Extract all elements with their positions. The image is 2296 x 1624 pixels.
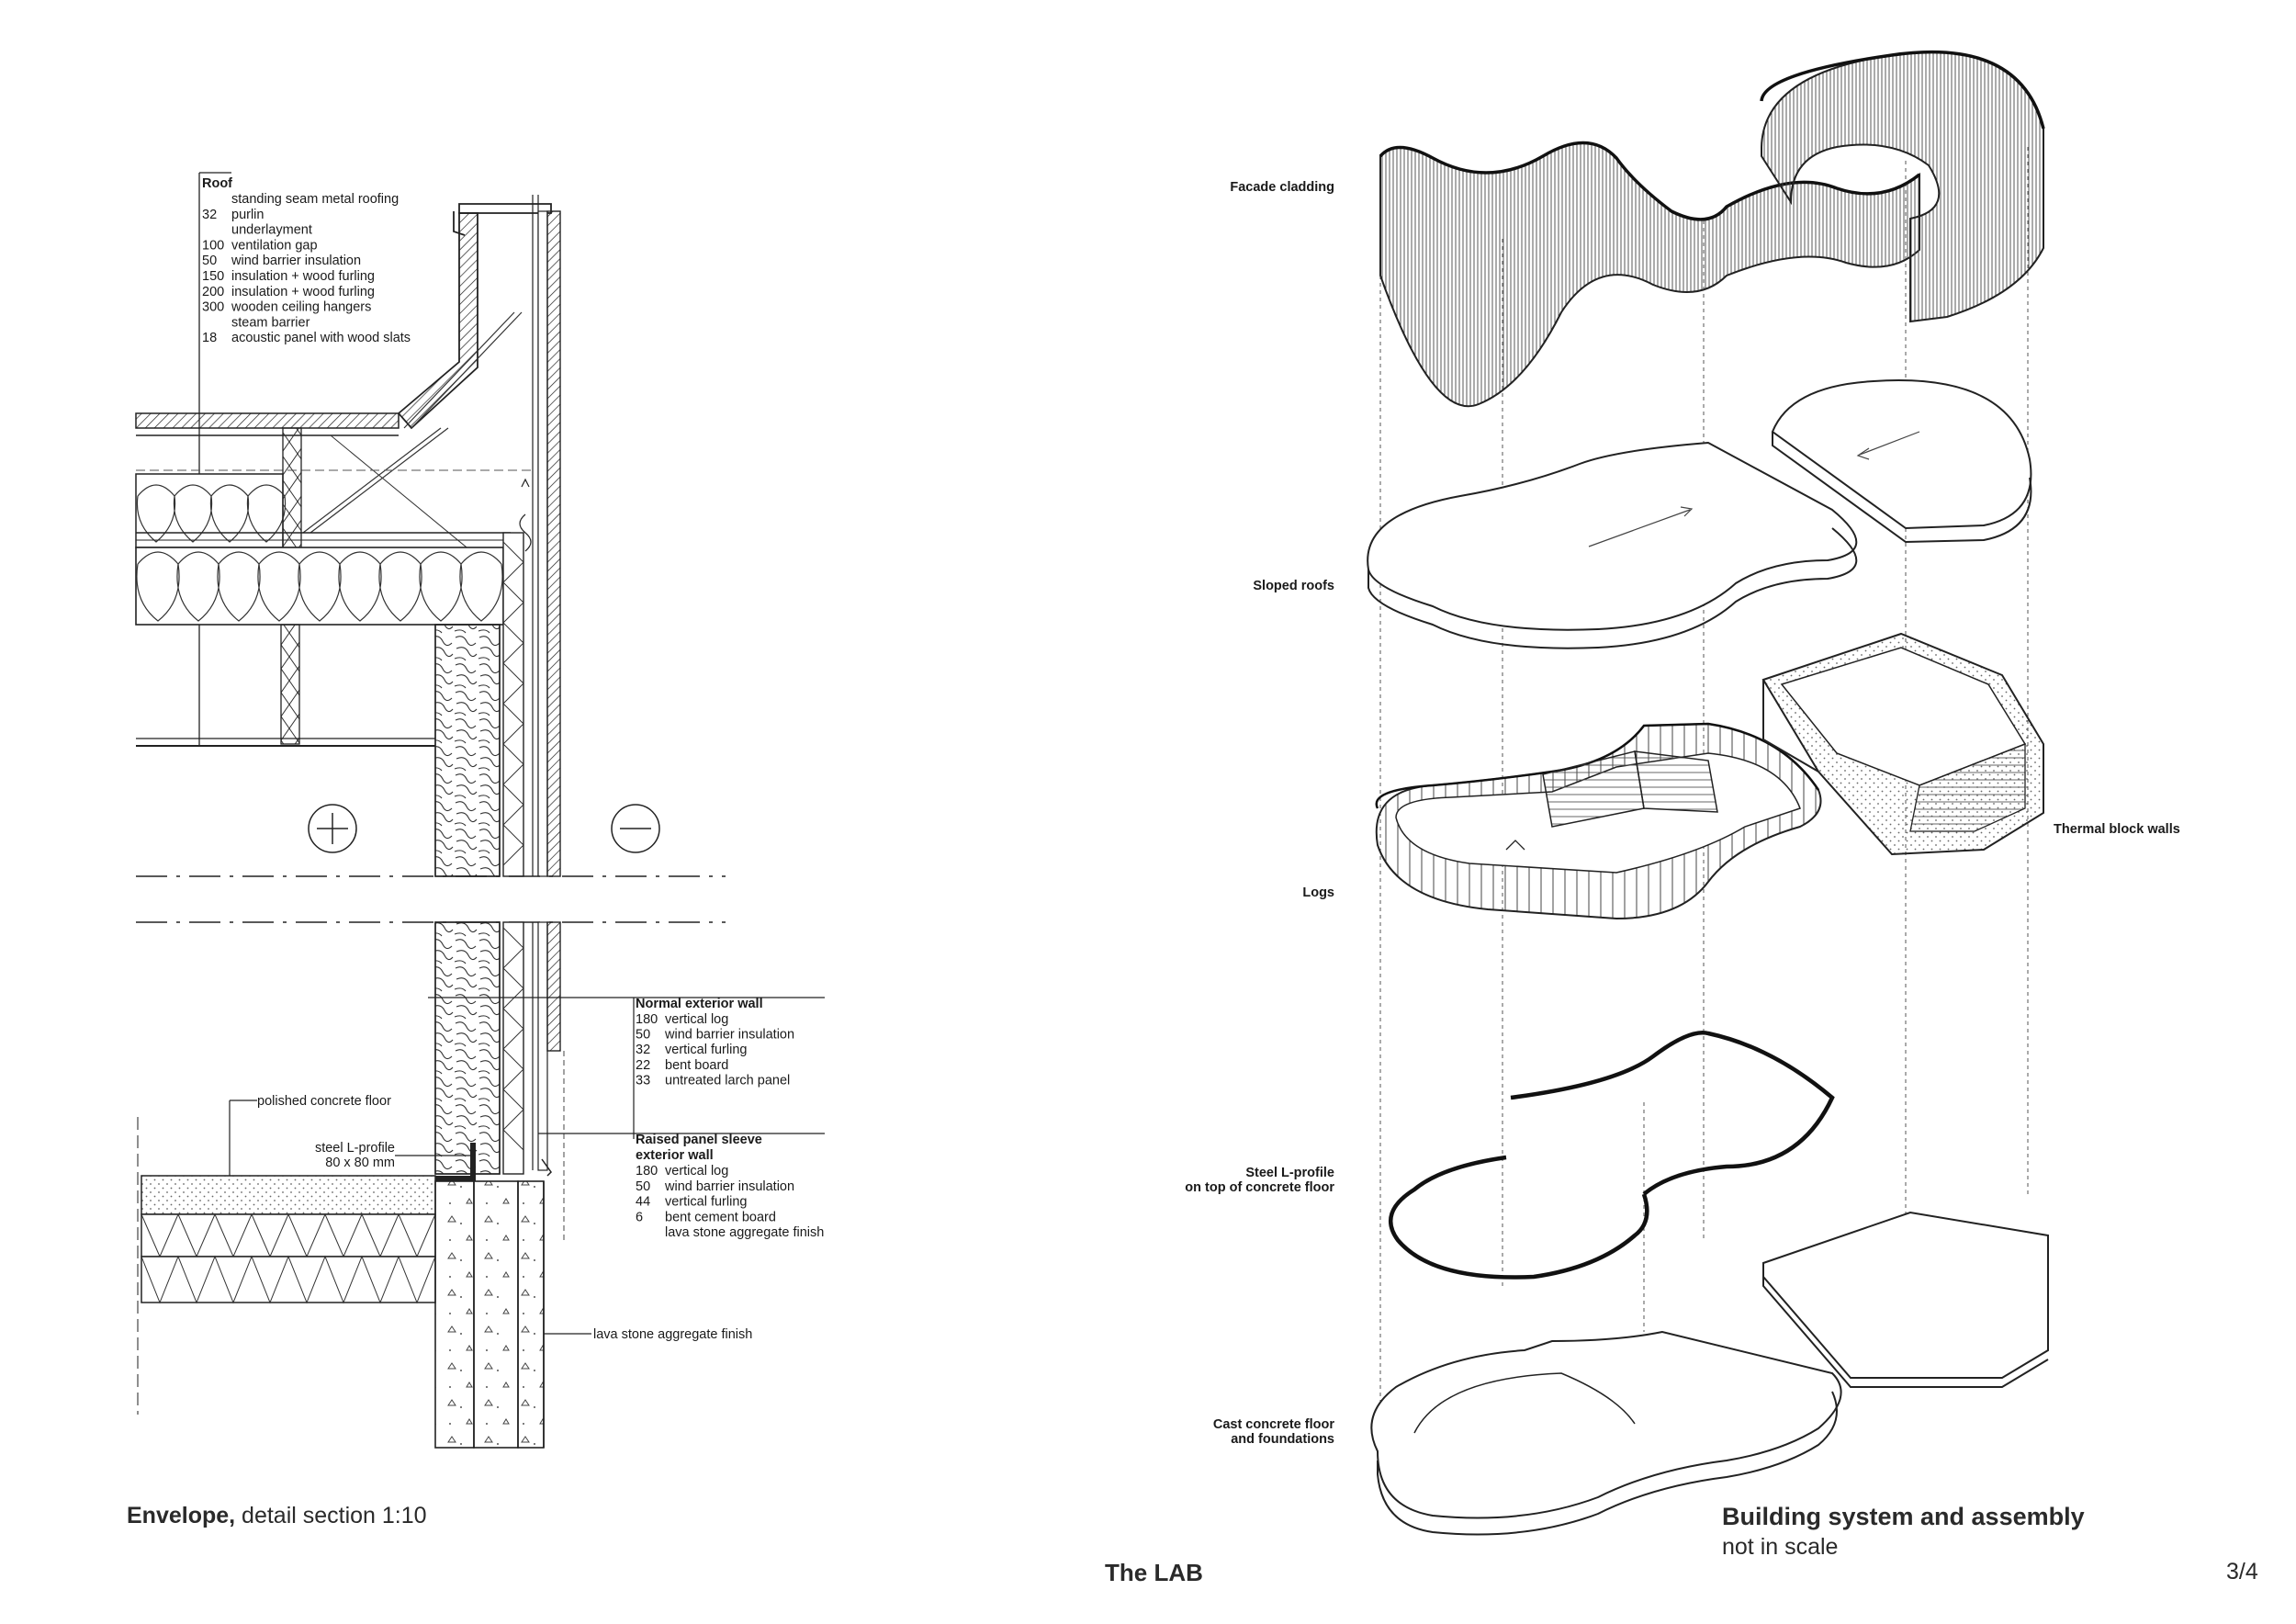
layer-thickness: 18 xyxy=(202,331,217,345)
layer-description: vertical log xyxy=(665,1164,728,1179)
layer-description: underlayment xyxy=(231,223,312,238)
label-facade-cladding: Facade cladding xyxy=(1230,180,1334,195)
layer-description: steam barrier xyxy=(231,315,310,330)
layer-thickness: 50 xyxy=(636,1028,650,1043)
project-title: The LAB xyxy=(1105,1559,1203,1586)
layer-thickness: 300 xyxy=(202,300,224,315)
layer-thickness: 180 xyxy=(636,1164,658,1179)
layer-thickness: 150 xyxy=(202,269,224,284)
label-sloped-roofs: Sloped roofs xyxy=(1253,579,1334,593)
exploded-axonometric xyxy=(1367,51,2049,1536)
label-cast-concrete-2: and foundations xyxy=(1231,1432,1334,1447)
layer-description: wind barrier insulation xyxy=(664,1179,794,1194)
layer-description: acoustic panel with wood slats xyxy=(231,331,411,345)
layer-description: vertical log xyxy=(665,1012,728,1027)
right-caption-title: Building system and assembly xyxy=(1722,1503,2085,1530)
layer-thickness: 50 xyxy=(202,254,217,268)
sleeve-title-2: exterior wall xyxy=(636,1148,714,1163)
layer-description: purlin xyxy=(231,208,264,222)
left-caption: Envelope, detail section 1:10 xyxy=(127,1503,427,1529)
sleeve-legend: Raised panel sleeve exterior wall 180 ver… xyxy=(636,1133,824,1240)
left-caption-rest: detail section 1:10 xyxy=(235,1503,427,1528)
envelope-detail-section xyxy=(135,172,825,1449)
layer-description: wooden ceiling hangers xyxy=(231,300,371,315)
page-number: 3/4 xyxy=(2226,1559,2258,1585)
label-steel-profile-1: Steel L-profile xyxy=(1245,1166,1334,1180)
layer-thickness: 32 xyxy=(202,208,217,222)
label-steel-profile-2: on top of concrete floor xyxy=(1185,1180,1334,1195)
layer-thickness: 200 xyxy=(202,285,224,299)
roof-title: Roof xyxy=(202,176,232,191)
layer-description: lava stone aggregate finish xyxy=(665,1225,824,1240)
layer-thickness: 22 xyxy=(636,1058,650,1073)
right-caption-sub: not in scale xyxy=(1722,1534,1839,1560)
layer-thickness: 32 xyxy=(636,1043,650,1057)
profile-label-1: steel L-profile xyxy=(315,1141,395,1156)
lava-label: lava stone aggregate finish xyxy=(593,1327,752,1342)
layer-thickness: 50 xyxy=(636,1179,650,1194)
layer-thickness: 33 xyxy=(636,1073,650,1088)
layer-description: vertical furling xyxy=(665,1195,747,1210)
profile-label-2: 80 x 80 mm xyxy=(325,1156,395,1170)
layer-description: insulation + wood furling xyxy=(231,285,375,299)
layer-description: vertical furling xyxy=(665,1043,747,1057)
layer-description: insulation + wood furling xyxy=(231,269,375,284)
left-caption-bold: Envelope, xyxy=(127,1503,236,1528)
wall-title: Normal exterior wall xyxy=(636,997,763,1011)
layer-description: wind barrier insulation xyxy=(664,1028,794,1043)
layer-description: bent board xyxy=(665,1058,728,1073)
layer-description: wind barrier insulation xyxy=(231,254,361,268)
layer-thickness: 44 xyxy=(636,1195,650,1210)
label-cast-concrete-1: Cast concrete floor xyxy=(1213,1417,1334,1432)
sleeve-title-1: Raised panel sleeve xyxy=(636,1133,762,1147)
layer-thickness: 6 xyxy=(636,1210,643,1224)
layer-thickness: 180 xyxy=(636,1012,658,1027)
layer-thickness: 100 xyxy=(202,238,224,253)
layer-description: untreated larch panel xyxy=(665,1073,790,1088)
floor-label: polished concrete floor xyxy=(257,1094,391,1109)
label-logs: Logs xyxy=(1302,885,1334,900)
roof-legend: Roof standing seam metal roofing 32 purlin… xyxy=(202,176,411,345)
wall-legend: Normal exterior wall 180 vertical log 50 wi… xyxy=(636,997,794,1088)
label-thermal-block-walls: Thermal block walls xyxy=(2054,822,2180,837)
layer-description: standing seam metal roofing xyxy=(231,192,399,207)
layer-description: bent cement board xyxy=(665,1210,776,1224)
layer-description: ventilation gap xyxy=(231,238,318,253)
